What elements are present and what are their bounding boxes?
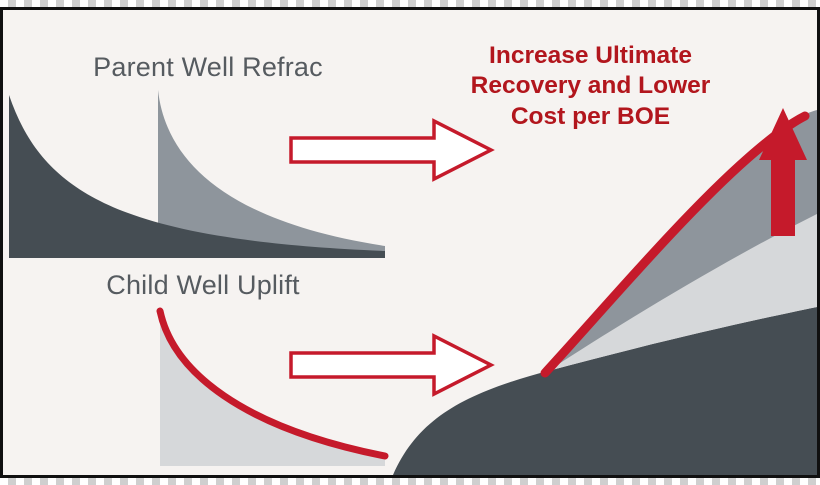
transparency-checker-strip-bottom	[0, 477, 820, 485]
diagram-canvas	[9, 90, 817, 475]
headline-line-1: Increase Ultimate	[489, 42, 692, 69]
parent-base-decline-area	[9, 95, 385, 258]
headline-line-2: Recovery and Lower	[470, 72, 711, 100]
parent-well-refrac-label: Parent Well Refrac	[93, 52, 323, 82]
right-arrow-top-icon	[289, 118, 495, 182]
right-arrow-bottom-icon	[289, 333, 495, 397]
headline-line-3: Cost per BOE	[510, 102, 671, 130]
cumulative-medium-wedge	[548, 110, 817, 371]
cumulative-light-wedge	[548, 214, 817, 371]
headline-text: Increase Ultimate Recovery and Lower Cos…	[453, 41, 728, 132]
diagram-frame: Parent Well Refrac Child Well Uplift Inc…	[0, 7, 820, 478]
child-well-uplift-label: Child Well Uplift	[106, 270, 300, 300]
child-uplift-area	[160, 313, 385, 466]
cumulative-base-area	[393, 307, 817, 475]
transparency-checker-strip-top	[0, 0, 820, 8]
up-arrow-icon	[759, 108, 807, 236]
parent-refrac-decline-area	[158, 90, 385, 256]
child-uplift-red-curve	[156, 307, 389, 460]
